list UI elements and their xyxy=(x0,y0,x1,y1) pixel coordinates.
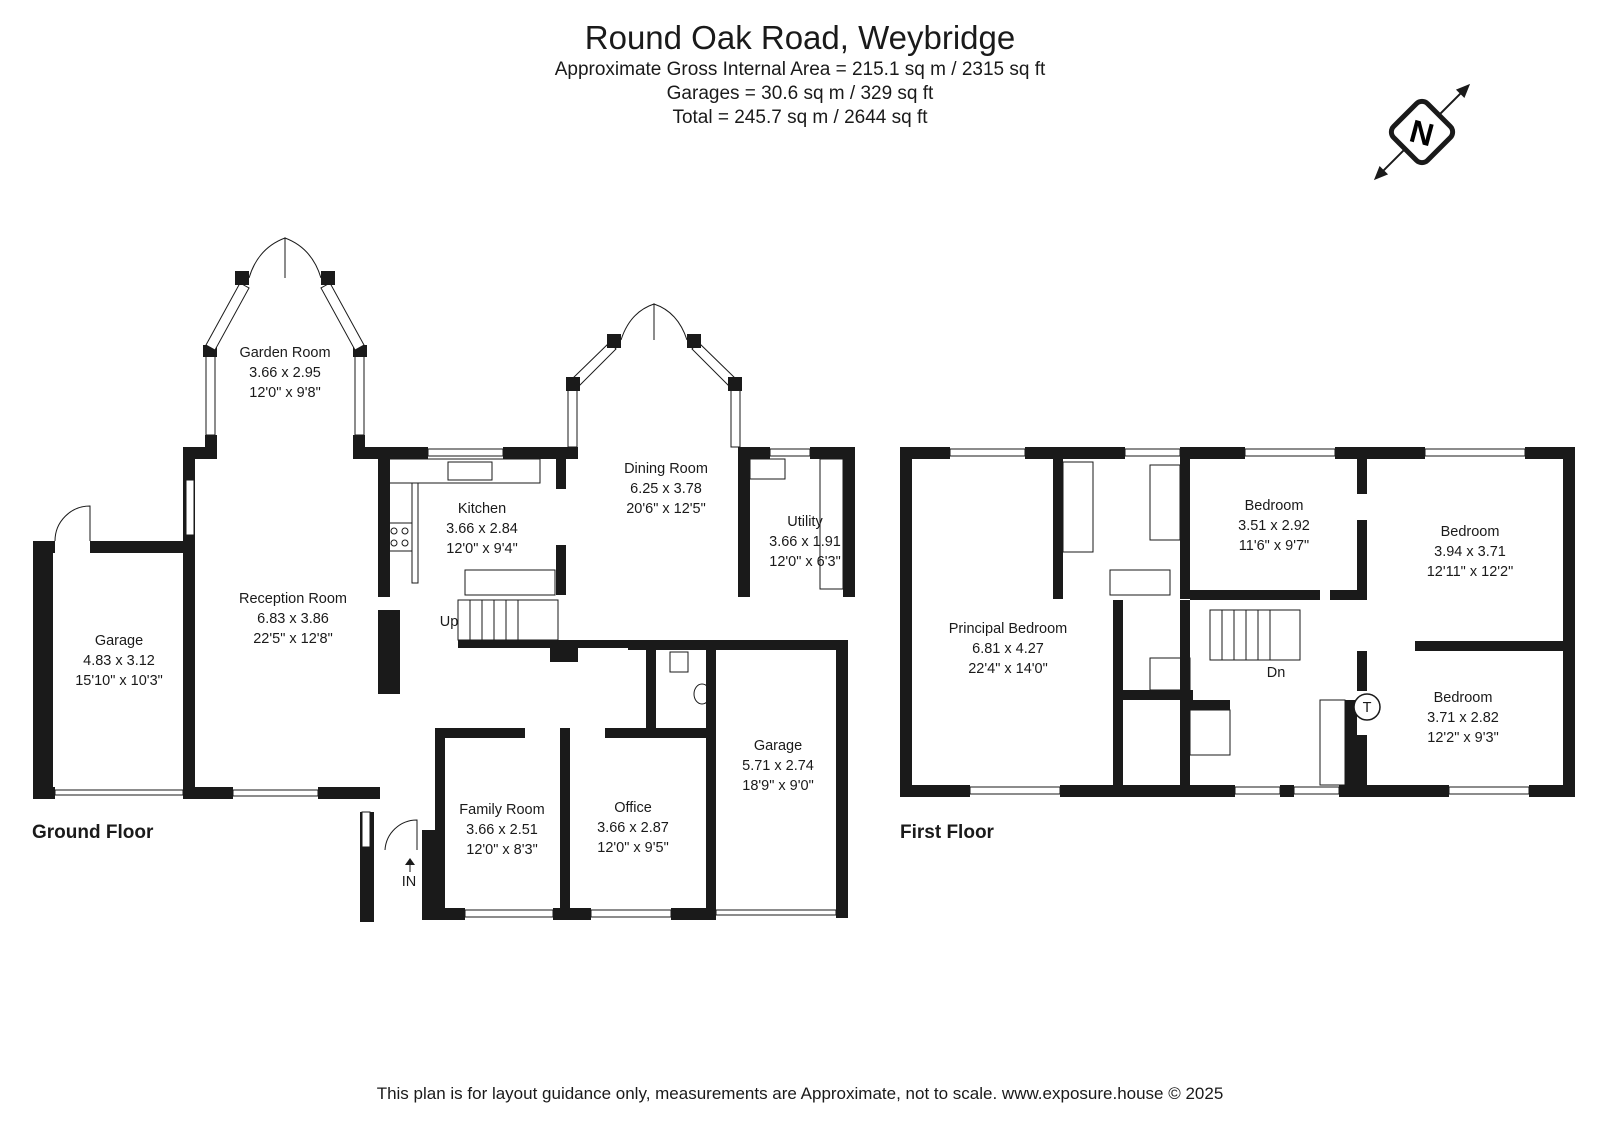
plan-title: Round Oak Road, Weybridge xyxy=(584,19,1016,56)
principal-bedroom-name: Principal Bedroom xyxy=(949,621,1067,637)
total-area: Total = 245.7 sq m / 2644 sq ft xyxy=(672,107,928,128)
principal-bedroom-metric: 6.81 x 4.27 xyxy=(972,641,1044,657)
garage-right-metric: 5.71 x 2.74 xyxy=(742,758,814,774)
garden-room-metric: 3.66 x 2.95 xyxy=(249,365,321,381)
bedroom-c-imperial: 12'2" x 9'3" xyxy=(1427,730,1498,746)
garages-area: Garages = 30.6 sq m / 329 sq ft xyxy=(666,83,934,104)
bedroom-a-imperial: 11'6" x 9'7" xyxy=(1239,538,1309,554)
office-metric: 3.66 x 2.87 xyxy=(597,820,669,836)
family-room-imperial: 12'0" x 8'3" xyxy=(466,842,537,858)
disclaimer-footer: This plan is for layout guidance only, m… xyxy=(376,1084,1224,1103)
dining-room-metric: 6.25 x 3.78 xyxy=(630,481,702,497)
bedroom-a-name: Bedroom xyxy=(1245,498,1304,514)
entrance-label: IN xyxy=(402,874,417,890)
bedroom-b-metric: 3.94 x 3.71 xyxy=(1434,544,1506,560)
dining-room-name: Dining Room xyxy=(624,461,708,477)
garage-right-name: Garage xyxy=(754,738,802,754)
utility-metric: 3.66 x 1.91 xyxy=(769,534,841,550)
plan-header: Round Oak Road, Weybridge Approximate Gr… xyxy=(0,18,1600,130)
principal-bedroom-imperial: 22'4" x 14'0" xyxy=(968,661,1048,677)
ground-floor-label: Ground Floor xyxy=(32,822,154,843)
ground-floor-plan xyxy=(33,237,855,922)
gross-internal-area: Approximate Gross Internal Area = 215.1 … xyxy=(554,59,1046,80)
office-imperial: 12'0" x 9'5" xyxy=(597,840,668,856)
garage-left-metric: 4.83 x 3.12 xyxy=(83,653,155,669)
reception-room-name: Reception Room xyxy=(239,591,347,607)
stairs-up-label: Up xyxy=(440,614,459,630)
garden-room-name: Garden Room xyxy=(239,345,330,361)
stairs-down-label: Dn xyxy=(1267,665,1286,681)
bedroom-b-imperial: 12'11" x 12'2" xyxy=(1427,564,1514,580)
office-name: Office xyxy=(614,800,652,816)
kitchen-name: Kitchen xyxy=(458,501,506,517)
utility-imperial: 12'0" x 6'3" xyxy=(769,554,840,570)
garden-room-imperial: 12'0" x 9'8" xyxy=(249,385,320,401)
bedroom-c-name: Bedroom xyxy=(1434,690,1493,706)
bedroom-c-metric: 3.71 x 2.82 xyxy=(1427,710,1499,726)
north-compass-icon: N xyxy=(1373,83,1471,181)
reception-room-metric: 6.83 x 3.86 xyxy=(257,611,329,627)
family-room-name: Family Room xyxy=(459,802,544,818)
garage-right-imperial: 18'9" x 9'0" xyxy=(742,778,813,794)
kitchen-imperial: 12'0" x 9'4" xyxy=(446,541,517,557)
first-floor-plan xyxy=(900,447,1575,797)
family-room-metric: 3.66 x 2.51 xyxy=(466,822,538,838)
dining-room-imperial: 20'6" x 12'5" xyxy=(626,501,706,517)
garage-left-name: Garage xyxy=(95,633,143,649)
reception-room-imperial: 22'5" x 12'8" xyxy=(253,631,333,647)
kitchen-metric: 3.66 x 2.84 xyxy=(446,521,518,537)
bedroom-a-metric: 3.51 x 2.92 xyxy=(1238,518,1310,534)
tank-label: T xyxy=(1363,700,1372,716)
first-floor-label: First Floor xyxy=(900,822,994,843)
bedroom-b-name: Bedroom xyxy=(1441,524,1500,540)
utility-name: Utility xyxy=(787,514,823,530)
garage-left-imperial: 15'10" x 10'3" xyxy=(75,673,163,689)
